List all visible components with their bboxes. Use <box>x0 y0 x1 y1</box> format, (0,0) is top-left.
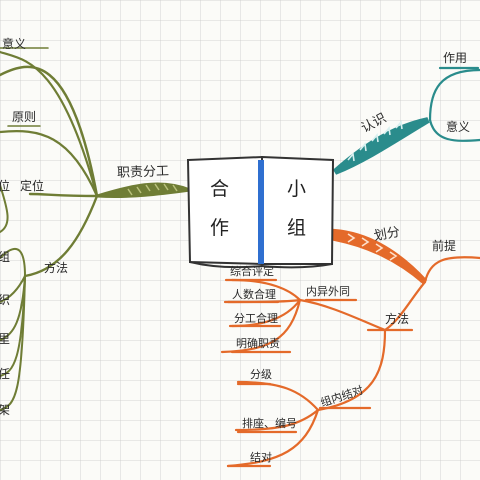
book-left-char-1: 合 <box>210 178 230 200</box>
green-child-method: 方法 <box>44 261 69 275</box>
green-child-significance: 意义 <box>2 37 27 51</box>
book-right-char-1: 小 <box>287 178 307 200</box>
teal-child-significance: 意义 <box>446 120 471 134</box>
orange-branch-lines <box>220 256 480 468</box>
orange-group-label-1: 内异外同 <box>306 285 350 298</box>
orange-item-6: 排座、编号 <box>242 417 297 430</box>
orange-item-4: 明确职责 <box>236 337 280 350</box>
green-branch-hatch <box>127 183 178 196</box>
green-partial-label-3: 织 <box>0 293 11 307</box>
green-partial-label-4: 里 <box>0 332 11 346</box>
teal-child-function: 作用 <box>443 51 468 65</box>
orange-item-2: 人数合理 <box>232 288 276 301</box>
orange-item-3: 分工合理 <box>234 312 278 325</box>
green-branch-lines <box>0 47 99 411</box>
book-right-char-2: 组 <box>287 217 307 239</box>
green-child-principle: 原则 <box>12 110 37 124</box>
orange-item-1: 综合评定 <box>230 265 274 278</box>
orange-item-5: 分级 <box>250 368 272 381</box>
green-partial-label-2: 组 <box>0 250 11 264</box>
green-main-label: 职责分工 <box>116 164 170 181</box>
orange-item-7: 结对 <box>250 451 272 464</box>
green-partial-label-6: 架 <box>0 403 11 417</box>
orange-child-prerequisite: 前提 <box>432 239 457 253</box>
open-book-icon <box>186 155 335 269</box>
book-left-char-2: 作 <box>210 217 230 239</box>
orange-branch-chevrons <box>347 233 398 261</box>
orange-child-method: 方法 <box>385 312 410 326</box>
teal-main-branch-thick <box>333 117 430 175</box>
green-partial-label-5: 任 <box>0 367 11 381</box>
teal-branch-chevrons <box>347 120 403 162</box>
teal-branch-lines <box>428 66 480 142</box>
green-partial-label-1: 位 <box>0 179 11 193</box>
green-child-positioning: 定位 <box>20 179 45 193</box>
